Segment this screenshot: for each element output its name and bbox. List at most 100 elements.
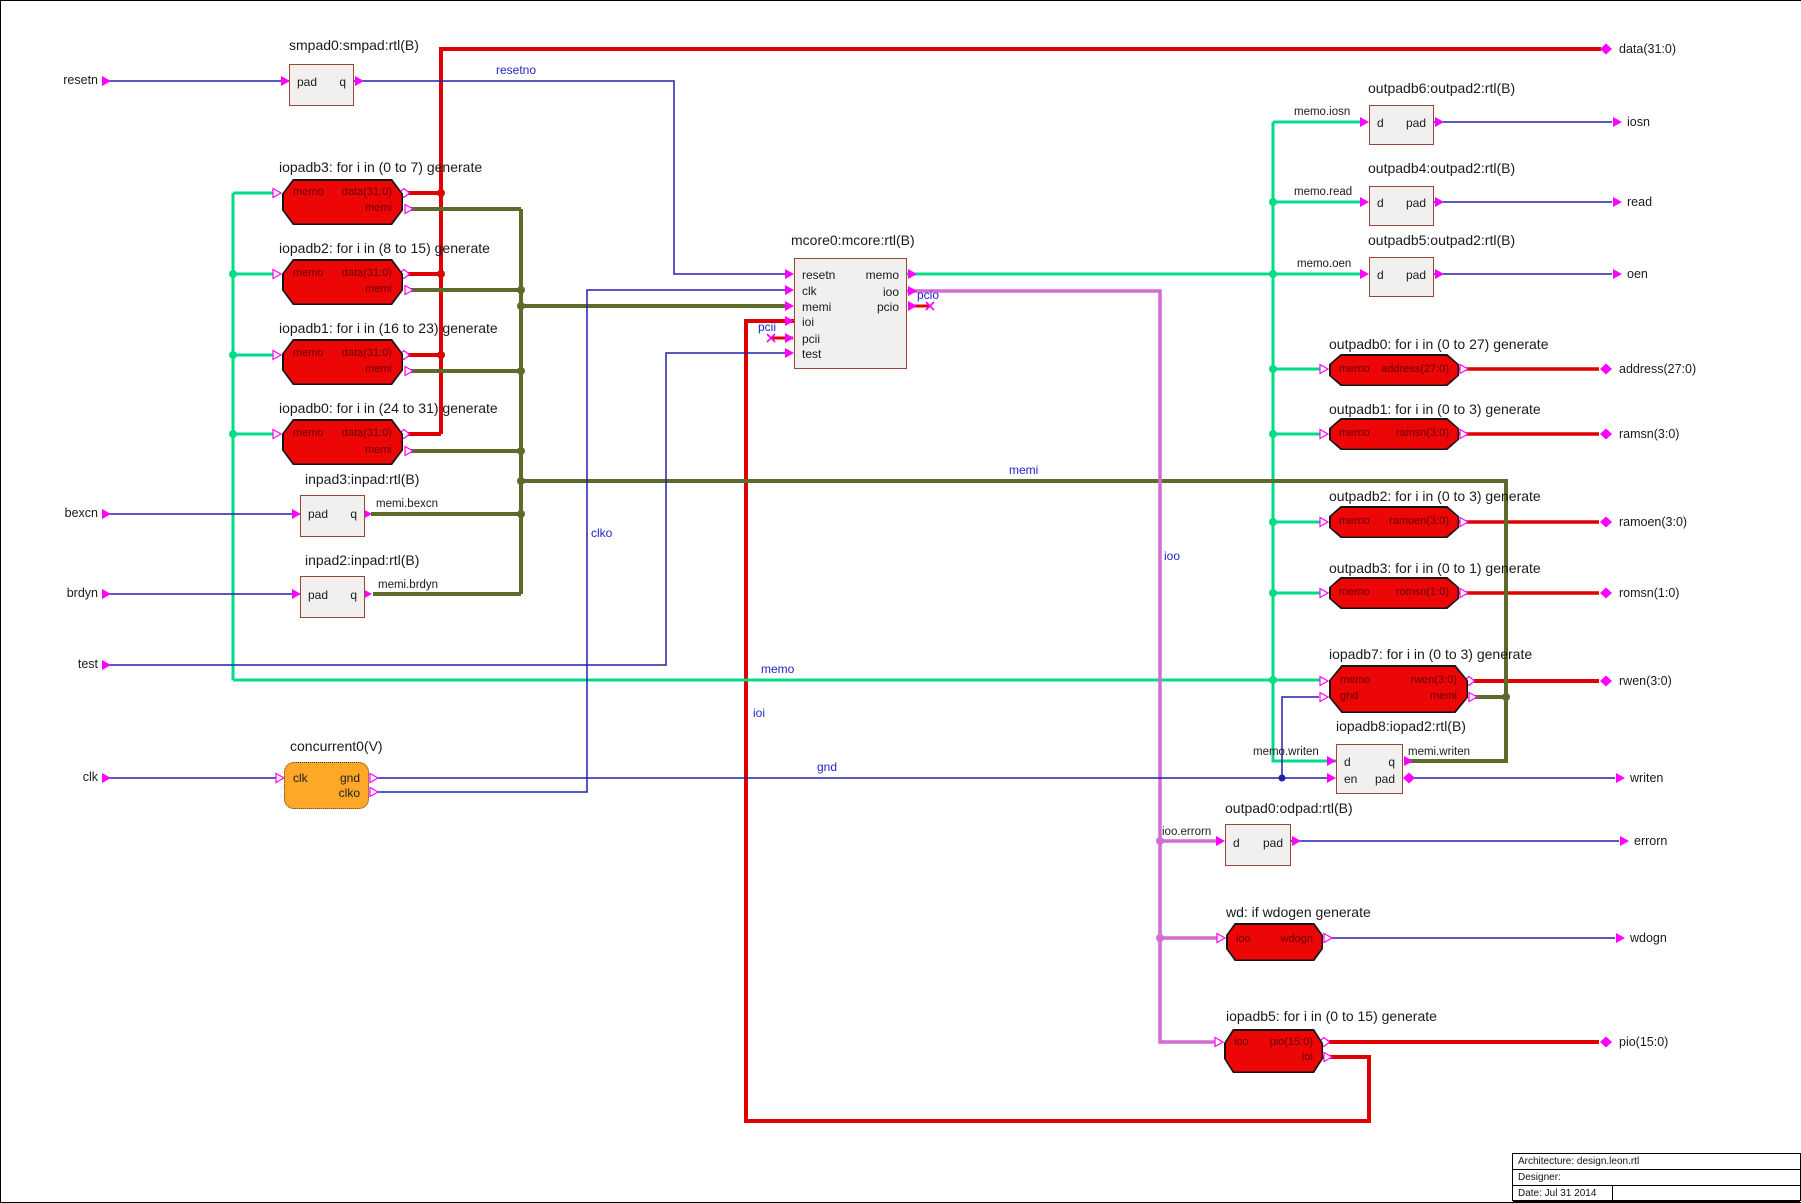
net-ioo-junctions: [1156, 837, 1164, 942]
net-ioo[interactable]: [907, 289, 1220, 1044]
output-rwen[interactable]: rwen(3:0): [1619, 674, 1672, 688]
input-resetn[interactable]: resetn: [63, 73, 98, 87]
port-memo: memo: [865, 268, 899, 282]
net-memo[interactable]: [231, 120, 1363, 763]
net-label-gnd: gnd: [817, 760, 838, 774]
block-outpadb3[interactable]: memo romsn(1:0): [1329, 577, 1459, 609]
block-iopadb2[interactable]: memo data(31:0) memi: [282, 259, 403, 305]
block-title-iopadb3: iopadb3: for i in (0 to 7) generate: [279, 159, 483, 175]
block-title-outpadb0: outpadb0: for i in (0 to 27) generate: [1329, 336, 1549, 352]
output-ramsn[interactable]: ramsn(3:0): [1619, 427, 1680, 441]
conn-label-memi-writen: memi.writen: [1408, 746, 1470, 758]
block-iopadb1[interactable]: memo data(31:0) memi: [282, 339, 403, 385]
port-d: d: [1377, 196, 1384, 210]
input-test[interactable]: test: [77, 657, 98, 671]
block-title-outpadb3: outpadb3: for i in (0 to 1) generate: [1329, 560, 1541, 576]
port-q: q: [1388, 755, 1395, 769]
conn-label-memo-writen: memo.writen: [1253, 746, 1319, 758]
conn-label-memo-read: memo.read: [1294, 186, 1353, 198]
port-memo: memo: [1339, 586, 1370, 598]
port-memi: memi: [365, 283, 392, 295]
block-outpad0[interactable]: d pad: [1225, 824, 1291, 866]
block-title-wd: wd: if wdogen generate: [1226, 904, 1371, 920]
block-inpad3[interactable]: pad q: [300, 495, 365, 537]
input-brdyn[interactable]: brdyn: [66, 586, 98, 600]
conn-label-memo-iosn: memo.iosn: [1294, 106, 1351, 118]
port-pcio: pcio: [876, 300, 899, 314]
block-smpad0[interactable]: pad q: [289, 64, 354, 106]
block-title-concurrent0: concurrent0(V): [290, 738, 383, 754]
block-outpadb2[interactable]: memo ramoen(3:0): [1329, 506, 1459, 538]
block-outpadb5[interactable]: d pad: [1369, 257, 1434, 297]
net-memi[interactable]: [371, 207, 1508, 763]
port-data: data(31:0): [341, 267, 392, 279]
port-pad: pad: [1405, 268, 1426, 282]
net-label-ioi: ioi: [753, 706, 766, 720]
output-iosn[interactable]: iosn: [1627, 115, 1650, 129]
output-romsn[interactable]: romsn(1:0): [1619, 586, 1680, 600]
input-clk[interactable]: clk: [82, 770, 98, 784]
output-oen[interactable]: oen: [1627, 267, 1648, 281]
net-label-memo: memo: [761, 662, 795, 676]
net-label-pcii: pcii: [758, 320, 777, 334]
title-block-designer: Designer:: [1513, 1170, 1800, 1186]
output-ramoen[interactable]: ramoen(3:0): [1619, 515, 1688, 529]
port-q: q: [339, 75, 346, 89]
block-outpadb1[interactable]: memo ramsn(3:0): [1329, 418, 1459, 450]
block-outpadb0[interactable]: memo address(27:0): [1329, 354, 1459, 386]
net-label-ioo: ioo: [1164, 549, 1181, 563]
block-outpadb6[interactable]: d pad: [1369, 105, 1434, 145]
port-ioi: ioi: [802, 315, 815, 329]
block-iopadb3[interactable]: memo data(31:0) memi: [282, 179, 403, 225]
output-address[interactable]: address(27:0): [1619, 362, 1697, 376]
output-data[interactable]: data(31:0): [1619, 42, 1676, 56]
conn-label-memi-bexcn: memi.bexcn: [376, 498, 438, 510]
block-title-smpad0: smpad0:smpad:rtl(B): [289, 37, 419, 53]
net-data-junctions: [437, 189, 445, 359]
block-outpadb4[interactable]: d pad: [1369, 186, 1434, 226]
port-ioo: ioo: [882, 285, 899, 299]
port-ioo: ioo: [1236, 933, 1251, 945]
input-terminal-arrows[interactable]: [102, 76, 111, 783]
port-pad: pad: [1405, 196, 1426, 210]
output-pio[interactable]: pio(15:0): [1619, 1035, 1669, 1049]
net-bus-outputs[interactable]: [1329, 367, 1599, 1044]
port-data: data(31:0): [341, 347, 392, 359]
net-data-bus[interactable]: [403, 47, 1601, 436]
port-pad: pad: [308, 588, 329, 602]
port-d: d: [1377, 268, 1384, 282]
port-address: address(27:0): [1381, 363, 1449, 375]
net-label-resetno: resetno: [496, 63, 537, 77]
block-wd[interactable]: ioo wdogn: [1226, 923, 1323, 961]
output-terminal-glyphs[interactable]: [1600, 43, 1629, 1048]
net-memi-junctions: [517, 286, 1510, 701]
port-clk: clk: [802, 284, 817, 298]
port-pcii: pcii: [802, 332, 821, 346]
output-writen[interactable]: writen: [1630, 771, 1664, 785]
block-iopadb0[interactable]: memo data(31:0) memi: [282, 419, 403, 465]
block-mcore0[interactable]: resetn clk memi ioi pcii test memo ioo p…: [794, 258, 907, 369]
port-ramoen: ramoen(3:0): [1389, 515, 1449, 527]
output-wdogn[interactable]: wdogn: [1630, 931, 1667, 945]
port-clk: clk: [293, 771, 308, 785]
net-memo-junctions: [229, 198, 1277, 684]
block-title-iopadb1: iopadb1: for i in (16 to 23) generate: [279, 320, 498, 336]
net-ioi[interactable]: [744, 319, 1371, 1123]
title-block: Architecture: design.leon.rtl Designer: …: [1512, 1153, 1801, 1202]
block-iopadb7[interactable]: memo rwen(3:0) gnd memi: [1329, 665, 1468, 713]
block-title-outpadb5: outpadb5:outpad2:rtl(B): [1368, 232, 1516, 248]
block-inpad2[interactable]: pad q: [300, 576, 365, 618]
output-errorn[interactable]: errorn: [1634, 834, 1668, 848]
output-read[interactable]: read: [1627, 195, 1653, 209]
block-title-outpadb6: outpadb6:outpad2:rtl(B): [1368, 80, 1516, 96]
port-gnd: gnd: [1340, 690, 1359, 702]
block-iopadb5[interactable]: ioo pio(15:0) ioi: [1224, 1029, 1323, 1073]
block-concurrent0[interactable]: clk gnd clko: [284, 762, 369, 809]
port-d: d: [1377, 116, 1384, 130]
port-memo: memo: [293, 347, 324, 359]
input-bexcn[interactable]: bexcn: [64, 506, 98, 520]
nets-blue[interactable]: [102, 80, 1619, 939]
block-iopadb8[interactable]: d q en pad: [1336, 744, 1403, 794]
